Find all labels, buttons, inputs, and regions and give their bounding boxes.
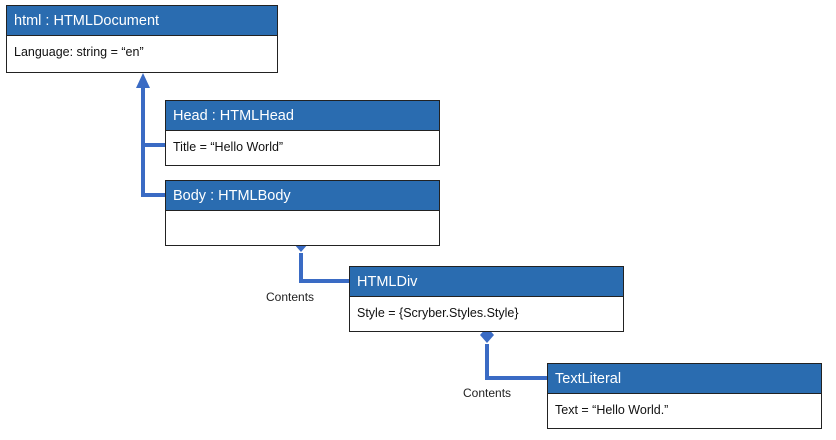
head-header: Head : HTMLHead (166, 101, 439, 131)
html-div-attribute: Style = {Scryber.Styles.Style} (357, 306, 519, 320)
html-document-header: html : HTMLDocument (7, 6, 277, 36)
body-header: Body : HTMLBody (166, 181, 439, 211)
parent-arrowhead (136, 73, 150, 88)
body-attribute (166, 211, 439, 220)
html-document-class[interactable]: html : HTMLDocument Language: string = “… (6, 5, 278, 73)
body-div-connector (299, 253, 350, 283)
html-document-attribute: Language: string = “en” (14, 45, 144, 59)
head-attribute: Title = “Hello World” (173, 140, 284, 154)
text-literal-class[interactable]: TextLiteral Text = “Hello World.” (547, 363, 822, 429)
div-contents-label: Contents (266, 290, 315, 304)
text-literal-attribute: Text = “Hello World.” (555, 403, 669, 417)
html-div-header: HTMLDiv (350, 267, 623, 297)
head-class[interactable]: Head : HTMLHead Title = “Hello World” (165, 100, 440, 166)
literal-contents-label: Contents (463, 386, 512, 400)
html-div-class[interactable]: HTMLDiv Style = {Scryber.Styles.Style} (349, 266, 624, 332)
body-class[interactable]: Body : HTMLBody (165, 180, 440, 246)
div-literal-connector (485, 344, 548, 380)
text-literal-header: TextLiteral (548, 364, 821, 394)
parent-connector (141, 84, 166, 197)
